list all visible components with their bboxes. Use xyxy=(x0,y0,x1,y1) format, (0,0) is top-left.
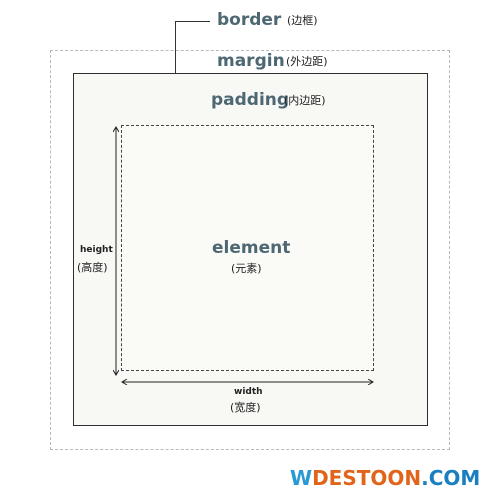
border-leader-line xyxy=(175,21,176,73)
border-leader-line-horizontal xyxy=(175,21,210,22)
width-arrow xyxy=(121,379,374,385)
margin-label: margin xyxy=(217,51,285,71)
padding-label: padding xyxy=(211,90,290,110)
height-label: height xyxy=(80,245,113,255)
element-label: element xyxy=(212,238,291,258)
watermark-w: W xyxy=(290,466,313,490)
height-arrow xyxy=(113,126,119,376)
margin-label-cn: (外边距) xyxy=(286,55,328,68)
element-box xyxy=(121,125,374,371)
element-label-cn: (元素) xyxy=(231,262,262,275)
width-label: width xyxy=(234,387,263,397)
watermark: WDESTOON.COM xyxy=(290,468,480,488)
width-label-cn: (宽度) xyxy=(230,401,261,414)
height-label-cn: (高度) xyxy=(77,261,108,274)
watermark-main: DESTOON xyxy=(312,466,422,490)
margin-area xyxy=(50,50,450,450)
border-label: border xyxy=(217,10,282,30)
border-label-cn: (边框) xyxy=(287,14,318,27)
padding-label-cn: (内边距) xyxy=(284,94,326,107)
watermark-com: .COM xyxy=(421,466,481,490)
